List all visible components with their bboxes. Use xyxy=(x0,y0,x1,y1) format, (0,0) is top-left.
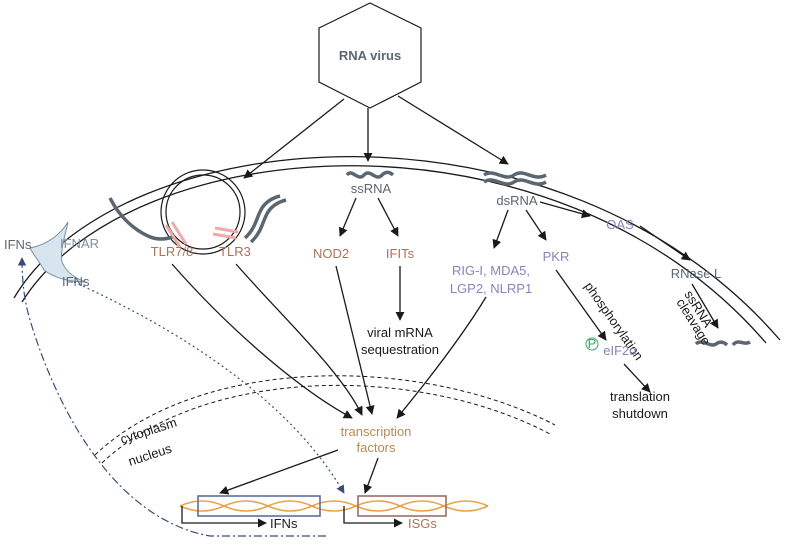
transcription-factors-line2: factors xyxy=(356,440,396,455)
nucleus-label: nucleus xyxy=(126,441,174,469)
cell-membrane-inner xyxy=(21,165,767,344)
tlr78-label: TLR7/8 xyxy=(151,244,194,259)
rlr-label-line1: RIG-I, MDA5, xyxy=(452,263,530,278)
ssrna-label: ssRNA xyxy=(351,181,392,196)
arrow-eif2a-to-translation xyxy=(623,363,651,393)
tlr3-label: TLR3 xyxy=(219,244,251,259)
cleaved-rna-fragment-2 xyxy=(731,340,751,347)
rna-virus-label: RNA virus xyxy=(339,48,401,63)
ifits-label: IFITs xyxy=(386,246,415,261)
endosome-inner xyxy=(165,174,241,250)
dsrna-label: dsRNA xyxy=(496,193,538,208)
translation-label-line1: translation xyxy=(610,389,670,404)
arrow-virus-to-dsrna xyxy=(397,95,509,165)
ssrna-strand-tlr78 xyxy=(108,197,176,241)
endosome-outer xyxy=(160,169,246,255)
cleaved-rna-fragment-1 xyxy=(694,340,729,347)
arrow-tf-to-isg-gene xyxy=(363,457,379,494)
dna-strand-a xyxy=(179,500,489,512)
ifn-gene-box xyxy=(197,495,321,517)
ssrna-squiggle xyxy=(345,170,395,179)
ifnar-label: IFNAR xyxy=(60,236,99,251)
rlr-label-line2: LGP2, NLRP1 xyxy=(450,281,532,296)
oas-label: OAS xyxy=(606,217,634,232)
dsrna-squiggle-a xyxy=(482,171,547,179)
arrow-ssrna-to-ifits xyxy=(377,197,399,237)
rna-virus-hexagon xyxy=(318,2,422,109)
nuclear-envelope-inner xyxy=(101,385,551,464)
arrow-dsrna-to-pkr xyxy=(525,209,547,241)
tlr78-receptor-bar-2 xyxy=(170,221,188,245)
viral-mrna-label-line2: sequestration xyxy=(361,342,439,357)
phospho-badge xyxy=(585,337,599,351)
arrow-dsrna-to-rlr xyxy=(492,209,509,249)
dsrna-squiggle-b xyxy=(482,178,547,186)
pkr-label: PKR xyxy=(543,249,570,264)
ifn-signaling-path xyxy=(73,281,345,494)
arrow-nod2-to-tf xyxy=(335,265,375,415)
arrow-pkr-to-eif2a xyxy=(555,269,607,341)
viral-mrna-label-line1: viral mRNA xyxy=(367,325,433,340)
ifns-outside-label: IFNs xyxy=(4,237,32,252)
dsrna-strand-tlr3-a xyxy=(243,194,281,240)
ifns-gene-label: IFNs xyxy=(270,516,298,531)
dna-strand-b xyxy=(179,500,489,512)
ifnar-receptor xyxy=(29,221,87,283)
arrow-ssrna-to-nod2 xyxy=(338,197,357,237)
arrow-tlr3-to-tf xyxy=(235,263,363,416)
arrow-oas-to-rnase-l xyxy=(639,225,691,261)
transcription-factors-line1: transcription xyxy=(341,424,412,439)
cytoplasm-label: cytoplasm xyxy=(118,415,178,447)
dsrna-strand-tlr3-b xyxy=(249,198,287,244)
isg-transcription-arrow xyxy=(343,506,403,528)
arrow-virus-to-endosome xyxy=(243,98,345,179)
translation-label-line2: shutdown xyxy=(612,406,668,421)
nod2-label: NOD2 xyxy=(313,246,349,261)
ifn-secretion-path xyxy=(17,257,326,537)
ifn-transcription-arrow xyxy=(181,506,267,528)
arrow-tf-to-ifn-gene xyxy=(219,449,339,495)
nuclear-envelope-outer xyxy=(94,375,556,456)
eif2a-label: eIF2α xyxy=(603,343,637,358)
arrow-dsrna-to-oas xyxy=(539,201,591,219)
ifns-bound-label: IFNs xyxy=(62,274,90,289)
phospho-badge-label: P xyxy=(588,336,597,351)
rnase-l-label: RNase L xyxy=(671,266,722,281)
tlr3-receptor-bar-1 xyxy=(214,226,239,234)
tlr78-receptor-bar-1 xyxy=(164,224,182,248)
tlr3-receptor-bar-2 xyxy=(212,232,237,240)
arrow-rnase-l-cleavage xyxy=(691,283,719,329)
isg-gene-box xyxy=(357,495,447,517)
arrow-rlr-to-tf xyxy=(396,296,487,419)
arrow-tlr78-to-tf xyxy=(171,263,353,419)
isgs-gene-label: ISGs xyxy=(408,516,437,531)
